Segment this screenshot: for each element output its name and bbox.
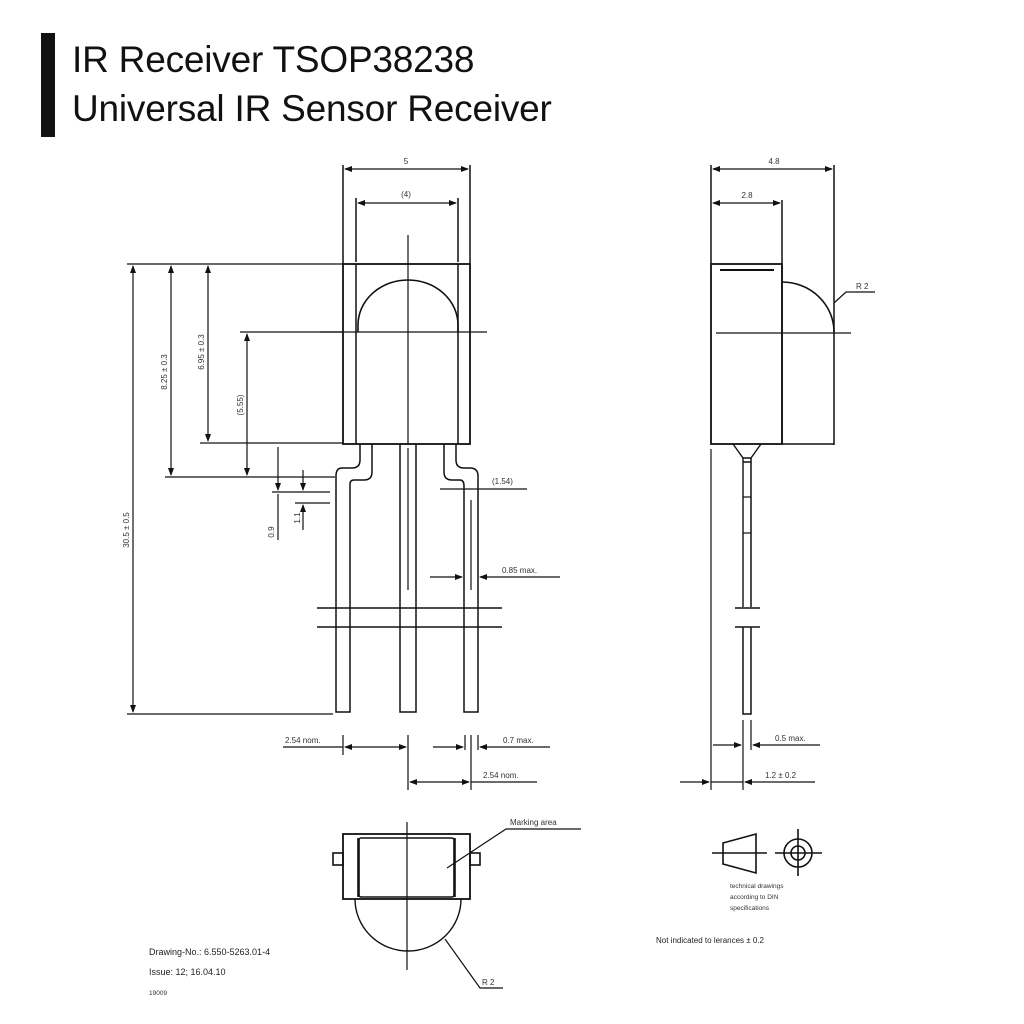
dim-side-radius: R 2 (856, 282, 869, 291)
dim-lead-thickness: 0.5 max. (775, 734, 806, 743)
drawing-number: Drawing-No.: 6.550-5263.01-4 (149, 947, 270, 957)
dim-pitch-left: 2.54 nom. (285, 736, 321, 745)
dim-lead-width: 0.7 max. (503, 736, 534, 745)
dim-154: (1.54) (492, 477, 513, 486)
dim-side-width: 4.8 (768, 157, 780, 166)
dim-height-825: 8.25 ± 0.3 (160, 354, 169, 390)
page-title: IR Receiver TSOP38238 (72, 39, 475, 80)
din-note-line2: according to DIN (730, 894, 779, 901)
dim-side-inner-width: 2.8 (741, 191, 753, 200)
tolerance-note: Not indicated to lerances ± 0.2 (656, 936, 765, 945)
dim-total-height: 30.5 ± 0.5 (122, 512, 131, 548)
title-accent-bar (41, 33, 55, 137)
page-subtitle: Universal IR Sensor Receiver (72, 88, 552, 129)
dim-085: 0.85 max. (502, 566, 537, 575)
dim-pitch-right: 2.54 nom. (483, 771, 519, 780)
dim-09: 0.9 (267, 526, 276, 538)
bottom-radius-label: R 2 (482, 978, 495, 987)
drawing-issue: Issue: 12; 16.04.10 (149, 967, 226, 977)
front-view (127, 165, 560, 790)
marking-area-label: Marking area (510, 818, 557, 827)
dim-height-695: 6.95 ± 0.3 (197, 334, 206, 370)
bottom-view (332, 822, 581, 989)
drawing-code: 19009 (149, 990, 167, 997)
din-note-line1: technical drawings (730, 883, 784, 890)
din-note-line3: specifications (730, 905, 770, 912)
side-view (680, 165, 875, 790)
dim-inner-width: (4) (401, 190, 411, 199)
dim-width-5: 5 (404, 157, 409, 166)
dim-offset: 1.2 ± 0.2 (765, 771, 797, 780)
dim-11: 1.1 (293, 512, 302, 524)
projection-symbol (712, 829, 822, 876)
dim-height-555: (5.55) (236, 394, 245, 415)
